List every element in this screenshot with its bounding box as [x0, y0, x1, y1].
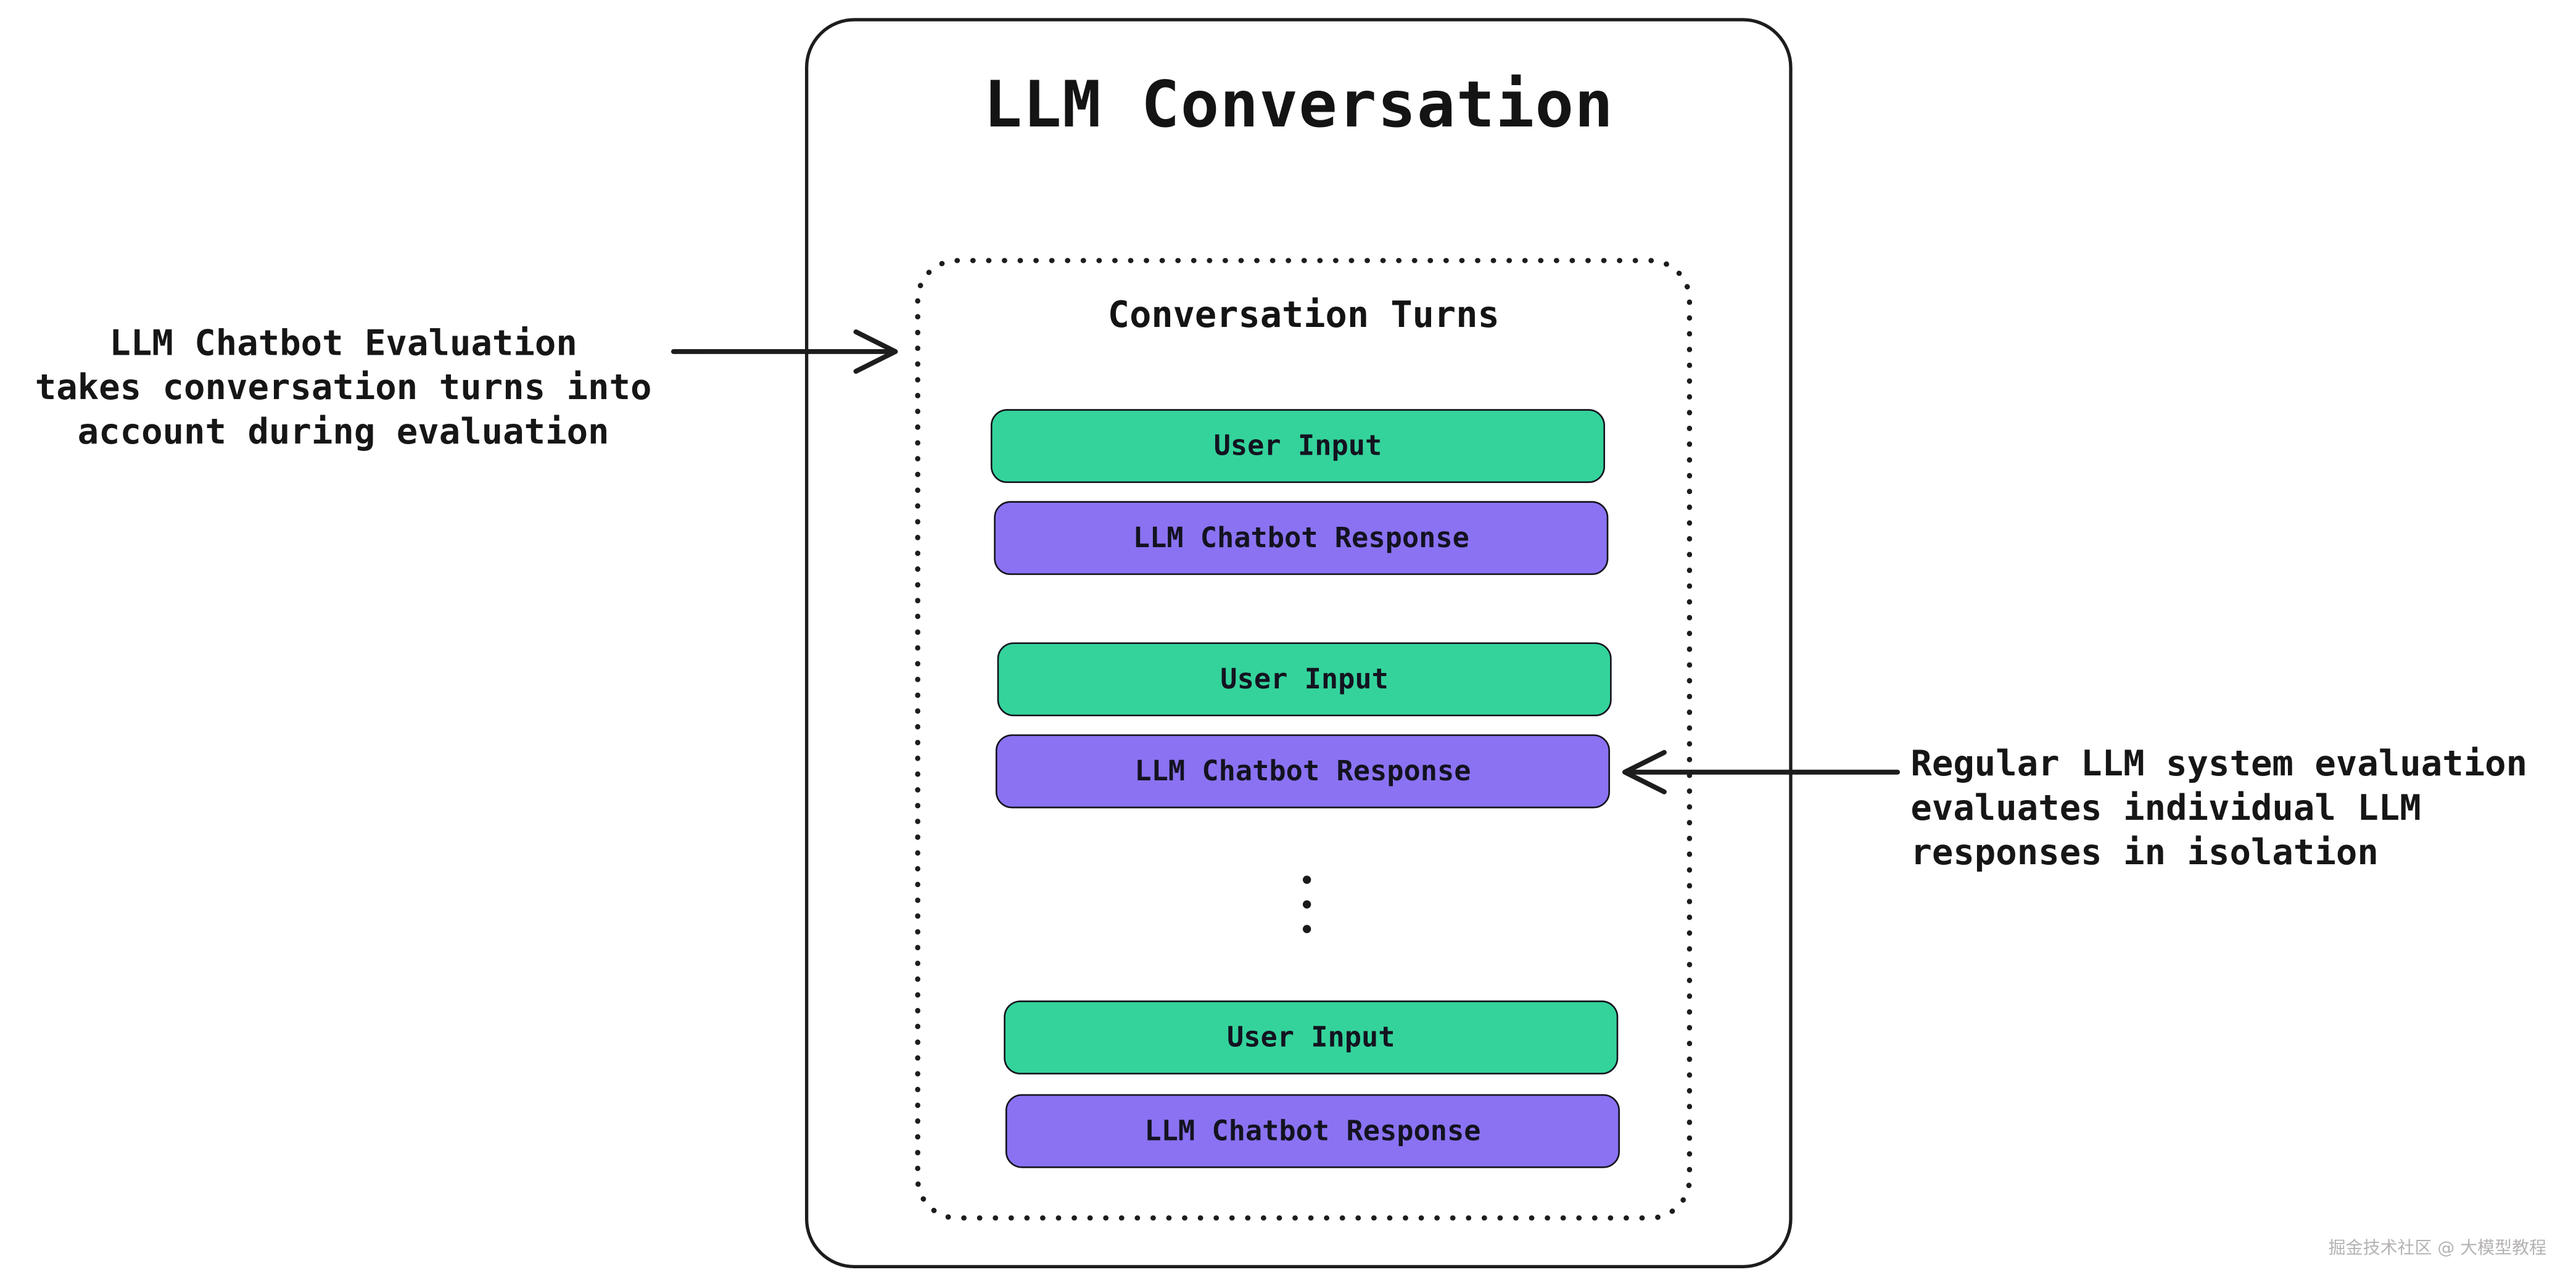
user-input-label: User Input: [1220, 663, 1389, 696]
user-input-box: User Input: [1004, 1000, 1619, 1075]
llm-chatbot-response-box: LLM Chatbot Response: [1005, 1094, 1620, 1168]
user-input-box: User Input: [990, 409, 1606, 484]
vertical-ellipsis-icon: [1302, 875, 1311, 933]
diagram-title: LLM Conversation: [983, 68, 1614, 143]
user-input-label: User Input: [1213, 429, 1382, 463]
conversation-turns-title: Conversation Turns: [1107, 295, 1500, 337]
user-input-box: User Input: [997, 642, 1612, 717]
llm-response-label: LLM Chatbot Response: [1133, 521, 1469, 555]
llm-chatbot-response-box: LLM Chatbot Response: [994, 501, 1609, 576]
right-arrow-icon: [671, 329, 898, 374]
annotation-line: takes conversation turns into: [35, 368, 652, 410]
llm-response-label: LLM Chatbot Response: [1144, 1115, 1481, 1148]
user-input-label: User Input: [1226, 1021, 1395, 1054]
llm-chatbot-response-box: LLM Chatbot Response: [995, 734, 1611, 809]
left-arrow-icon: [1622, 749, 1901, 795]
ellipsis-dot: [1302, 875, 1311, 884]
annotation-line: evaluates individual LLM: [1910, 788, 2421, 830]
annotation-line: responses in isolation: [1910, 833, 2379, 874]
conversation-turns-box: Conversation Turns User Input LLM Chatbo…: [915, 258, 1693, 1221]
annotation-line: LLM Chatbot Evaluation: [109, 323, 577, 365]
ellipsis-dot: [1302, 900, 1311, 909]
annotation-line: Regular LLM system evaluation: [1910, 744, 2528, 786]
llm-response-label: LLM Chatbot Response: [1134, 754, 1471, 788]
watermark: 掘金技术社区 @ 大模型教程: [2328, 1239, 2547, 1259]
right-annotation: Regular LLM system evaluation evaluates …: [1910, 743, 2567, 876]
ellipsis-dot: [1302, 925, 1311, 933]
annotation-line: account during evaluation: [77, 412, 609, 454]
left-annotation: LLM Chatbot Evaluation takes conversatio…: [17, 322, 671, 455]
dotted-border: [915, 258, 1693, 1221]
